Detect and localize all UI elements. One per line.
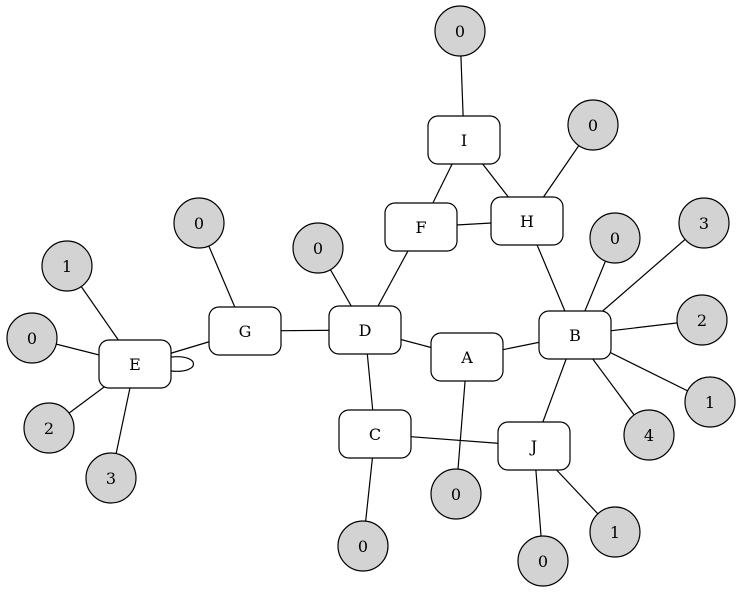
leaf-node-h0: 0 bbox=[567, 99, 619, 151]
node-box bbox=[490, 196, 564, 246]
node-circle bbox=[41, 240, 93, 292]
leaf-node-j0: 0 bbox=[517, 535, 569, 587]
node-label: I bbox=[461, 131, 467, 150]
node-label: F bbox=[415, 218, 426, 237]
leaf-node-b4: 4 bbox=[623, 409, 675, 461]
edge-E-self-loop bbox=[170, 356, 194, 372]
leaf-node-e1: 1 bbox=[41, 240, 93, 292]
node-circle bbox=[292, 222, 344, 274]
leaf-node-e3: 3 bbox=[85, 452, 137, 504]
node-circle bbox=[85, 452, 137, 504]
leaf-node-b0: 0 bbox=[589, 212, 641, 264]
node-box bbox=[497, 421, 571, 471]
node-label: 0 bbox=[588, 116, 598, 135]
leaf-node-e0: 0 bbox=[6, 312, 58, 364]
node-label: 0 bbox=[358, 537, 368, 556]
node-label: D bbox=[359, 321, 372, 340]
leaf-node-e2: 2 bbox=[23, 402, 75, 454]
node-circle bbox=[430, 468, 482, 520]
node-label: C bbox=[369, 425, 381, 444]
leaf-node-j1: 1 bbox=[589, 506, 641, 558]
node-label: H bbox=[520, 212, 534, 231]
node-circle bbox=[434, 5, 486, 57]
node-box bbox=[538, 310, 612, 360]
node-label: 2 bbox=[697, 311, 707, 330]
node-label: G bbox=[239, 322, 252, 341]
node-F: F bbox=[384, 202, 458, 252]
node-box bbox=[430, 332, 504, 382]
node-label: 3 bbox=[106, 469, 116, 488]
node-circle bbox=[623, 409, 675, 461]
node-box bbox=[427, 115, 501, 165]
node-circle bbox=[567, 99, 619, 151]
node-E: E bbox=[98, 339, 172, 389]
node-label: 4 bbox=[644, 426, 654, 445]
node-label: J bbox=[529, 437, 537, 456]
node-D: D bbox=[328, 305, 402, 355]
node-label: 0 bbox=[610, 229, 620, 248]
node-circle bbox=[337, 520, 389, 572]
node-label: A bbox=[460, 348, 473, 367]
node-label: 3 bbox=[699, 214, 709, 233]
node-label: 0 bbox=[27, 329, 37, 348]
node-label: 1 bbox=[610, 523, 620, 542]
leaf-node-b1: 1 bbox=[684, 376, 736, 428]
leaf-node-c0: 0 bbox=[337, 520, 389, 572]
leaf-node-b3: 3 bbox=[678, 197, 730, 249]
node-circle bbox=[173, 197, 225, 249]
node-circle bbox=[517, 535, 569, 587]
node-label: 0 bbox=[451, 485, 461, 504]
node-label: 0 bbox=[455, 22, 465, 41]
leaf-node-i0: 0 bbox=[434, 5, 486, 57]
node-box bbox=[384, 202, 458, 252]
leaf-node-b2: 2 bbox=[676, 294, 728, 346]
node-circle bbox=[678, 197, 730, 249]
node-circle bbox=[589, 506, 641, 558]
node-label: 0 bbox=[538, 552, 548, 571]
node-label: 1 bbox=[62, 257, 72, 276]
node-circle bbox=[589, 212, 641, 264]
node-circle bbox=[676, 294, 728, 346]
leaf-node-g0: 0 bbox=[173, 197, 225, 249]
node-J: J bbox=[497, 421, 571, 471]
node-label: 0 bbox=[313, 239, 323, 258]
node-H: H bbox=[490, 196, 564, 246]
node-box bbox=[338, 409, 412, 459]
node-box bbox=[328, 305, 402, 355]
leaf-node-a0: 0 bbox=[430, 468, 482, 520]
nodes-layer: I F H G D A B E C J 0 0 0 0 0 3 2 1 4 1 0 2 3 0 0 0 1 bbox=[6, 5, 736, 587]
node-C: C bbox=[338, 409, 412, 459]
node-label: 1 bbox=[705, 393, 715, 412]
node-G: G bbox=[208, 306, 282, 356]
node-A: A bbox=[430, 332, 504, 382]
node-circle bbox=[23, 402, 75, 454]
node-label: 2 bbox=[44, 419, 54, 438]
node-label: E bbox=[129, 355, 141, 374]
node-label: B bbox=[569, 326, 581, 345]
node-box bbox=[208, 306, 282, 356]
node-circle bbox=[6, 312, 58, 364]
node-B: B bbox=[538, 310, 612, 360]
node-label: 0 bbox=[194, 214, 204, 233]
node-circle bbox=[684, 376, 736, 428]
node-I: I bbox=[427, 115, 501, 165]
leaf-node-d0: 0 bbox=[292, 222, 344, 274]
node-box bbox=[98, 339, 172, 389]
